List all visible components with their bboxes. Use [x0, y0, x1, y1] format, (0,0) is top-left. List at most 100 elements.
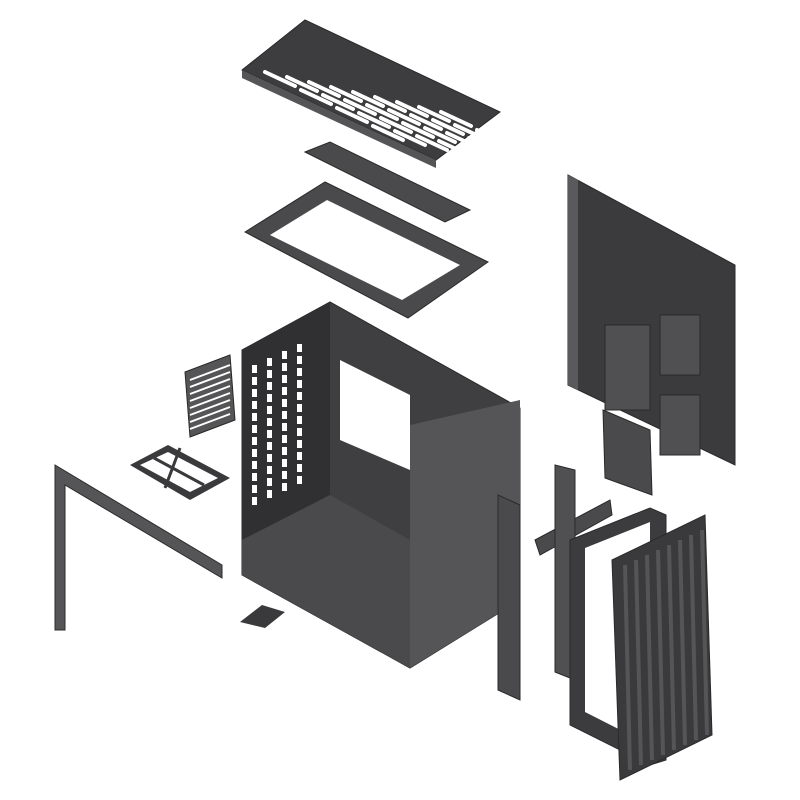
- ssd-bracket: [602, 409, 653, 496]
- chassis-vent: [297, 392, 302, 400]
- chassis-vent: [267, 394, 272, 402]
- chassis-vent: [252, 437, 257, 445]
- chassis-vent: [297, 464, 302, 472]
- chassis-vent: [267, 358, 272, 366]
- chassis-vent: [282, 447, 287, 455]
- front-rib: [645, 554, 654, 761]
- mesh-slot: [417, 105, 451, 123]
- chassis-vent: [297, 476, 302, 484]
- mesh-slot: [343, 98, 377, 116]
- chassis-vent: [297, 428, 302, 436]
- chassis-vent: [282, 459, 287, 467]
- chassis-vent: [252, 365, 257, 373]
- chassis-vent: [252, 449, 257, 457]
- mesh-slot: [365, 103, 399, 121]
- side-panel-right: [567, 174, 736, 466]
- chassis-vent: [282, 471, 287, 479]
- mesh-slot: [525, 159, 559, 177]
- dust-filter: [130, 445, 230, 500]
- chassis-vent: [267, 430, 272, 438]
- mesh-slot: [439, 110, 473, 128]
- top-frame: [243, 181, 489, 319]
- front-rib: [678, 539, 687, 746]
- mesh-slot: [475, 128, 509, 146]
- mesh-slot: [285, 75, 319, 93]
- chassis-vent: [267, 478, 272, 486]
- chassis-vent: [267, 418, 272, 426]
- mesh-slot: [453, 123, 487, 141]
- chassis-vent: [297, 356, 302, 364]
- front-rib: [623, 564, 632, 771]
- chassis-vent: [297, 368, 302, 376]
- chassis-vent: [282, 375, 287, 383]
- mesh-slot: [373, 95, 407, 113]
- mesh-slot: [489, 141, 523, 159]
- front-panel: [611, 514, 713, 781]
- mesh-slot: [511, 146, 545, 164]
- mesh-slot: [467, 136, 501, 154]
- mesh-slot: [445, 131, 479, 149]
- mesh-slot: [307, 80, 341, 98]
- pci-slot: [189, 378, 231, 395]
- chassis-vent: [252, 473, 257, 481]
- chassis-vent: [267, 490, 272, 498]
- chassis-vent: [282, 351, 287, 359]
- mesh-slot: [431, 118, 465, 136]
- chassis-vent: [252, 413, 257, 421]
- front-frame: [497, 494, 521, 701]
- mesh-slot: [423, 126, 457, 144]
- pci-slot: [189, 399, 231, 416]
- chassis-vent: [252, 461, 257, 469]
- chassis-vent: [252, 425, 257, 433]
- chassis-vent: [297, 344, 302, 352]
- mesh-slot: [379, 116, 413, 134]
- chassis-vent: [252, 401, 257, 409]
- mesh-slot: [409, 113, 443, 131]
- chassis-vent: [297, 404, 302, 412]
- chassis-vent: [282, 411, 287, 419]
- pci-bracket: [184, 354, 236, 438]
- chassis-vent: [267, 454, 272, 462]
- pci-slot: [189, 371, 231, 388]
- mesh-slot: [393, 129, 427, 147]
- chassis-vent: [297, 452, 302, 460]
- mesh-slot: [401, 121, 435, 139]
- chassis-vent: [252, 485, 257, 493]
- chassis-vent: [267, 370, 272, 378]
- mesh-slot: [371, 124, 405, 142]
- chassis-vent: [282, 399, 287, 407]
- pci-slot: [189, 392, 231, 409]
- pci-slot: [189, 385, 231, 402]
- front-rib: [667, 544, 676, 751]
- side-frame-left: [54, 464, 223, 631]
- front-rib: [656, 549, 665, 756]
- pci-slot: [189, 364, 231, 381]
- chassis-vent: [297, 440, 302, 448]
- front-rib: [700, 529, 709, 736]
- chassis-vent: [267, 442, 272, 450]
- mesh-slot: [299, 88, 333, 106]
- mesh-slot: [415, 134, 449, 152]
- chassis-vent: [282, 387, 287, 395]
- front-rib: [634, 559, 643, 766]
- mesh-slot: [357, 111, 391, 129]
- chassis: [241, 301, 521, 669]
- top-bracket: [303, 141, 472, 223]
- tool-part: [240, 605, 285, 628]
- chassis-vent: [282, 483, 287, 491]
- front-rib: [689, 534, 698, 741]
- mesh-slot: [335, 106, 369, 124]
- chassis-vent: [252, 497, 257, 505]
- mesh-slot: [437, 139, 471, 157]
- chassis-vent: [267, 466, 272, 474]
- mesh-slot: [329, 85, 363, 103]
- chassis-vent: [267, 406, 272, 414]
- chassis-vent: [282, 435, 287, 443]
- pci-slot: [189, 406, 231, 423]
- chassis-vent: [297, 380, 302, 388]
- mesh-slot: [503, 154, 537, 172]
- mesh-slot: [351, 90, 385, 108]
- mesh-slot: [387, 108, 421, 126]
- chassis-vent: [267, 382, 272, 390]
- chassis-vent: [252, 377, 257, 385]
